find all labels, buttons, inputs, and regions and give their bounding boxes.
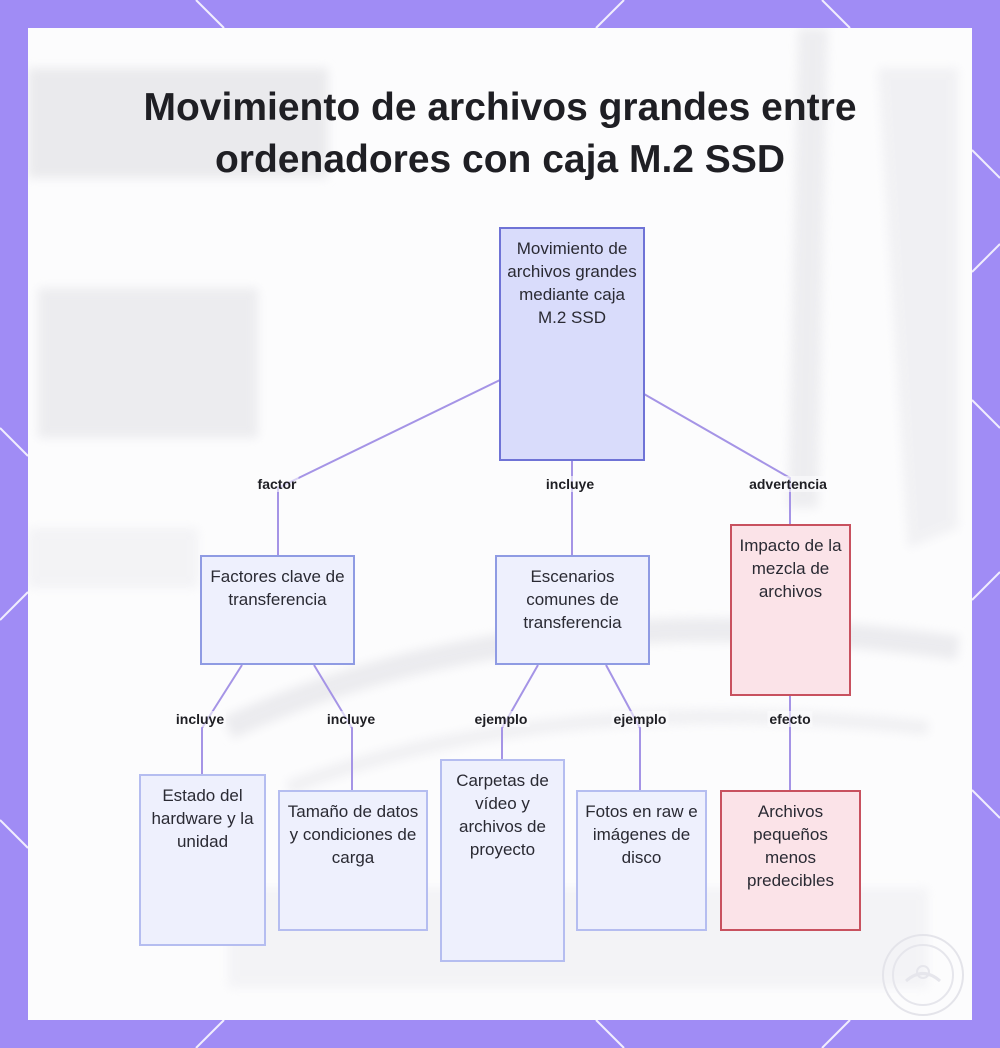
- edge-label-ejemplo: ejemplo: [611, 711, 669, 727]
- node-factores: Factores clave de transferencia: [200, 555, 355, 665]
- node-impacto: Impacto de la mezcla de archivos: [730, 524, 851, 696]
- node-fotos: Fotos en raw e imágenes de disco: [576, 790, 707, 931]
- node-fotos-label: Fotos en raw e imágenes de disco: [585, 802, 698, 867]
- edge-label-efecto: efecto: [767, 711, 813, 727]
- node-factores-label: Factores clave de transferencia: [210, 567, 345, 609]
- node-root-label: Movimiento de archivos grandes mediante …: [507, 239, 637, 327]
- edge-factores-estado: [201, 664, 243, 774]
- watermark-logo: [882, 934, 964, 1016]
- node-escenarios: Escenarios comunes de transferencia: [495, 555, 650, 665]
- edge-root-factores: [277, 379, 501, 555]
- node-pequenos-label: Archivos pequeños menos predecibles: [747, 802, 834, 890]
- edge-factores-tamano: [313, 664, 353, 790]
- edge-label-advertencia: advertencia: [747, 476, 829, 492]
- edge-label-incluye: incluye: [173, 711, 227, 727]
- edge-escenarios-carpetas: [501, 664, 539, 759]
- diagram-card: Movimiento de archivos grandes entre ord…: [28, 28, 972, 1020]
- edge-escenarios-fotos: [605, 664, 641, 790]
- edge-label-incluye: incluye: [543, 476, 597, 492]
- edge-label-incluye: incluye: [324, 711, 378, 727]
- node-estado-label: Estado del hardware y la unidad: [151, 786, 254, 851]
- node-escenarios-label: Escenarios comunes de transferencia: [523, 567, 622, 632]
- node-impacto-label: Impacto de la mezcla de archivos: [739, 536, 842, 601]
- edge-label-ejemplo: ejemplo: [472, 711, 530, 727]
- node-carpetas-label: Carpetas de vídeo y archivos de proyecto: [456, 771, 549, 859]
- node-estado: Estado del hardware y la unidad: [139, 774, 266, 946]
- diagram-title: Movimiento de archivos grandes entre ord…: [143, 86, 857, 181]
- node-pequenos: Archivos pequeños menos predecibles: [720, 790, 861, 931]
- edge-label-factor: factor: [255, 476, 299, 492]
- node-tamano-label: Tamaño de datos y condiciones de carga: [287, 802, 419, 867]
- node-tamano: Tamaño de datos y condiciones de carga: [278, 790, 428, 931]
- edge-root-impacto: [643, 393, 791, 524]
- node-root: Movimiento de archivos grandes mediante …: [499, 227, 645, 461]
- node-carpetas: Carpetas de vídeo y archivos de proyecto: [440, 759, 565, 962]
